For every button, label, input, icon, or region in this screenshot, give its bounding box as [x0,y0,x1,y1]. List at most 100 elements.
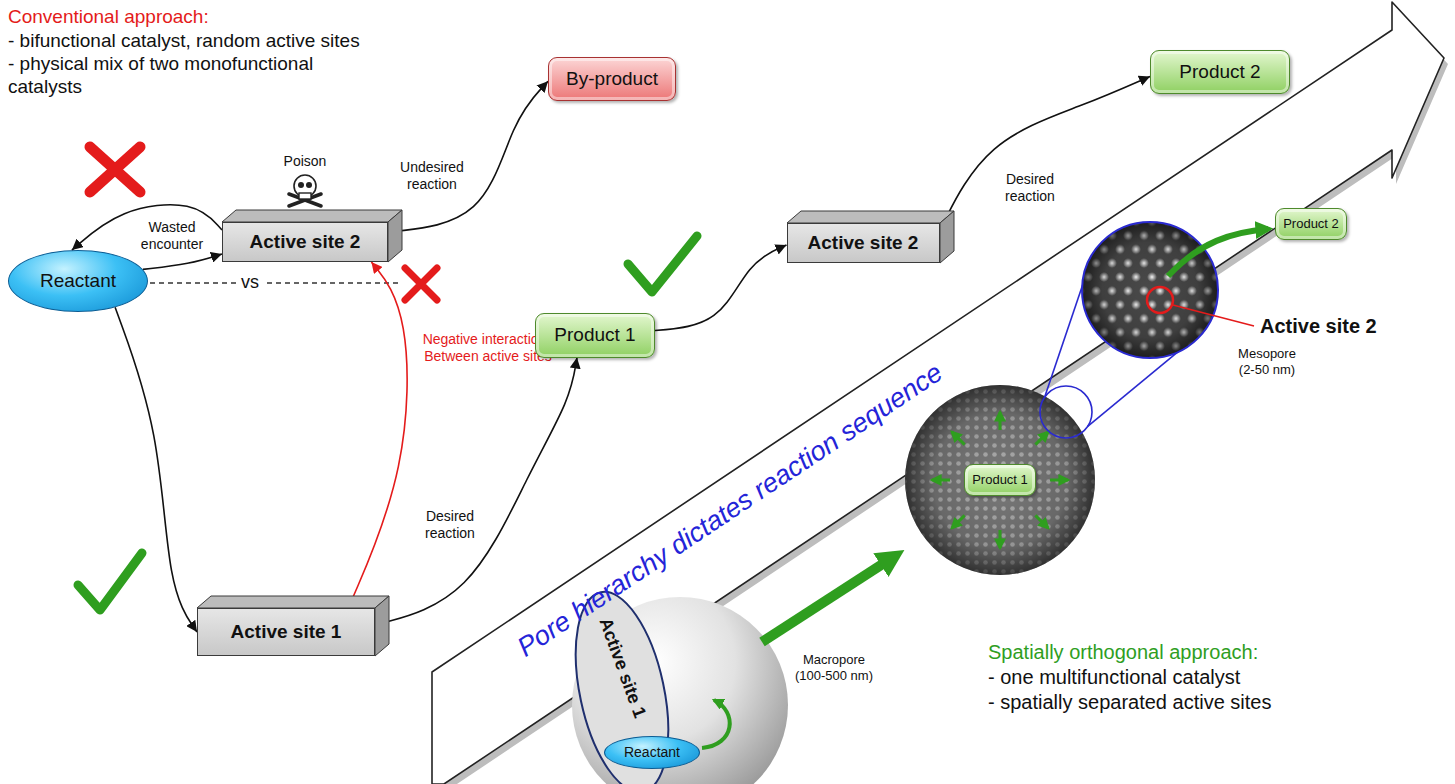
block-top-face [787,211,954,223]
node-label: Active site 2 [250,231,361,254]
block-side-face [388,210,402,262]
mesopore-micrograph [905,385,1095,575]
reaction-arrow [940,76,1151,231]
bullet-note: - spatially separated active sites [988,690,1271,714]
node-label: By-product [566,68,658,91]
zoom-lines [1040,386,1092,438]
pore-size-label: Macropore (100-500 nm) [792,652,876,683]
heading-note-box: Spatially orthogonal approach: [988,640,1258,664]
node-label: Reactant [40,270,116,293]
heading-note-box: Conventional approach: [8,6,209,29]
block-side-face [375,596,389,656]
node-label: Active site 1 [231,621,342,644]
reactant-ellipse: Reactant [8,250,148,312]
poison-skull [289,175,321,206]
block-top-face [222,210,402,222]
green-arrow [952,515,965,528]
poison-label: Poison [284,153,327,170]
reaction-label: Desired reaction [418,508,482,542]
band-title: Pore hierarchy dictates reaction sequenc… [511,356,948,663]
heading-note: Conventional approach: [8,6,209,29]
node-label: Active site 2 [808,232,919,255]
green-arrow [1035,515,1048,528]
product-box: Product 2 [1275,208,1347,240]
reaction-label-box: Desired reaction [418,508,482,542]
versus-label: vs [237,272,263,294]
green-arrow [1035,432,1048,445]
node-label: Reactant [624,744,680,761]
check-mark [78,236,697,610]
versus-label-box: vs [237,272,263,294]
connector-group [72,76,1150,632]
node-label: Product 2 [1179,61,1260,84]
node-label: Product 2 [1283,216,1339,232]
green-arrow [1050,479,1068,482]
active-site-box: Active site 2 [222,222,388,262]
versus-dashed-line [150,282,402,283]
green-arrow [999,530,1002,548]
bullet-note: - bifunctional catalyst, random active s… [8,30,360,53]
reaction-label: Wasted encounter [134,219,210,253]
reaction-label: Undesired reaction [393,159,471,193]
pore-size-label-box: Macropore (100-500 nm) [792,652,876,683]
poison-skull [289,194,321,206]
reaction-arrow [143,254,222,269]
active-site-box: Active site 1 [197,608,375,656]
cross-mark [405,268,437,300]
reaction-label-box: Wasted encounter [134,219,210,253]
pore-size-label-box: Mesopore (2-50 nm) [1230,346,1304,377]
reaction-arrow [655,245,787,331]
byproduct-box: By-product [548,57,676,101]
heading-note: Spatially orthogonal approach: [988,640,1258,664]
poison-label-box: Poison [284,153,327,170]
reaction-arrow [115,307,197,632]
site-label-box: Active site 2 [1260,314,1377,338]
reaction-arrow [388,81,548,232]
node-label: Product 1 [972,472,1028,488]
reaction-arrow [348,262,407,608]
check-mark [78,553,142,610]
mesopore-zoom [1082,222,1218,358]
check-mark [628,236,697,292]
reactant-ellipse: Reactant [604,736,700,769]
green-arrow [932,412,1068,548]
bullet-note-box: - bifunctional catalyst, random active s… [8,30,360,53]
green-arrow [702,700,730,748]
product-box: Product 1 [964,464,1036,496]
node-label: Product 1 [554,324,635,347]
product-box: Product 1 [535,313,655,358]
mesopore-micrograph [905,385,1095,575]
poison-skull [306,182,312,188]
mesopore-zoom [1082,222,1218,358]
bullet-note: - physical mix of two monofunctional cat… [8,53,353,99]
green-arrow [999,412,1002,430]
green-arrow [932,479,950,482]
bullet-note-box: - one multifunctional catalyst [988,665,1240,689]
mesopore-micrograph [905,385,1095,575]
site-label: Active site 2 [1260,314,1377,338]
green-arrow [762,556,895,642]
product-box: Product 2 [1150,50,1290,94]
green-arrow [952,432,965,445]
bullet-note-box: - physical mix of two monofunctional cat… [8,53,353,99]
site-label-box: Active site 1 [594,615,650,721]
mesopore-micrograph [905,385,1095,575]
mesopore-zoom [1082,222,1218,358]
bullet-note: - one multifunctional catalyst [988,665,1240,689]
active-site-marker [1147,287,1173,313]
reaction-arrow [375,358,577,625]
poison-skull [298,182,304,188]
reaction-label: Desired reaction [998,171,1062,205]
active-site-box: Active site 2 [787,223,940,263]
pore-size-label: Mesopore (2-50 nm) [1230,346,1304,377]
poison-skull [299,193,311,199]
mesopore-zoom [1082,222,1218,358]
cross-mark [90,147,140,192]
block-side-face [940,211,954,263]
leader-line [1173,305,1254,326]
block-top-face [197,596,389,608]
green-arrow [1168,229,1268,276]
reaction-label-box: Desired reaction [998,171,1062,205]
